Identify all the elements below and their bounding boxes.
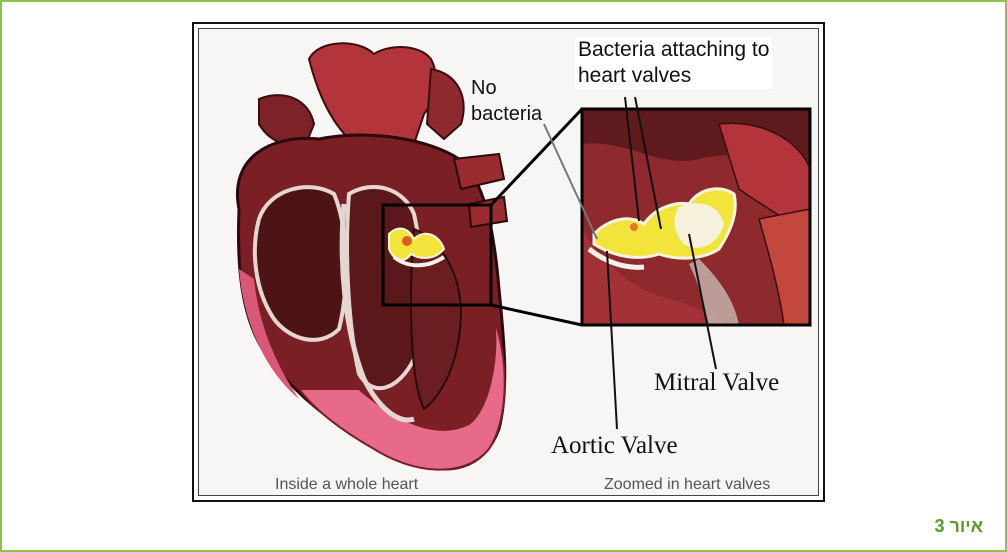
heart-figure: Bacteria attaching to heart valves No ba…	[192, 22, 825, 502]
bacteria-attaching-label: Bacteria attaching to heart valves	[575, 37, 772, 89]
mitral-valve-label: Mitral Valve	[654, 369, 779, 397]
no-bacteria-label: No bacteria	[471, 75, 542, 127]
no-bacteria-line-1: No	[471, 75, 542, 101]
figure-canvas: Bacteria attaching to heart valves No ba…	[198, 28, 819, 496]
zoom-connector-bottom	[491, 305, 582, 325]
caption-zoomed-valves: Zoomed in heart valves	[604, 476, 770, 494]
no-bacteria-line-2: bacteria	[471, 101, 542, 127]
figure-number: איור 3	[934, 516, 983, 537]
caption-whole-heart: Inside a whole heart	[275, 476, 418, 494]
aortic-valve-label: Aortic Valve	[551, 432, 678, 460]
bacteria-attaching-line-2: heart valves	[578, 63, 769, 89]
whole-heart-drawing	[237, 43, 507, 469]
zoomed-valves-inset	[582, 109, 810, 325]
bacteria-attaching-line-1: Bacteria attaching to	[578, 37, 769, 63]
